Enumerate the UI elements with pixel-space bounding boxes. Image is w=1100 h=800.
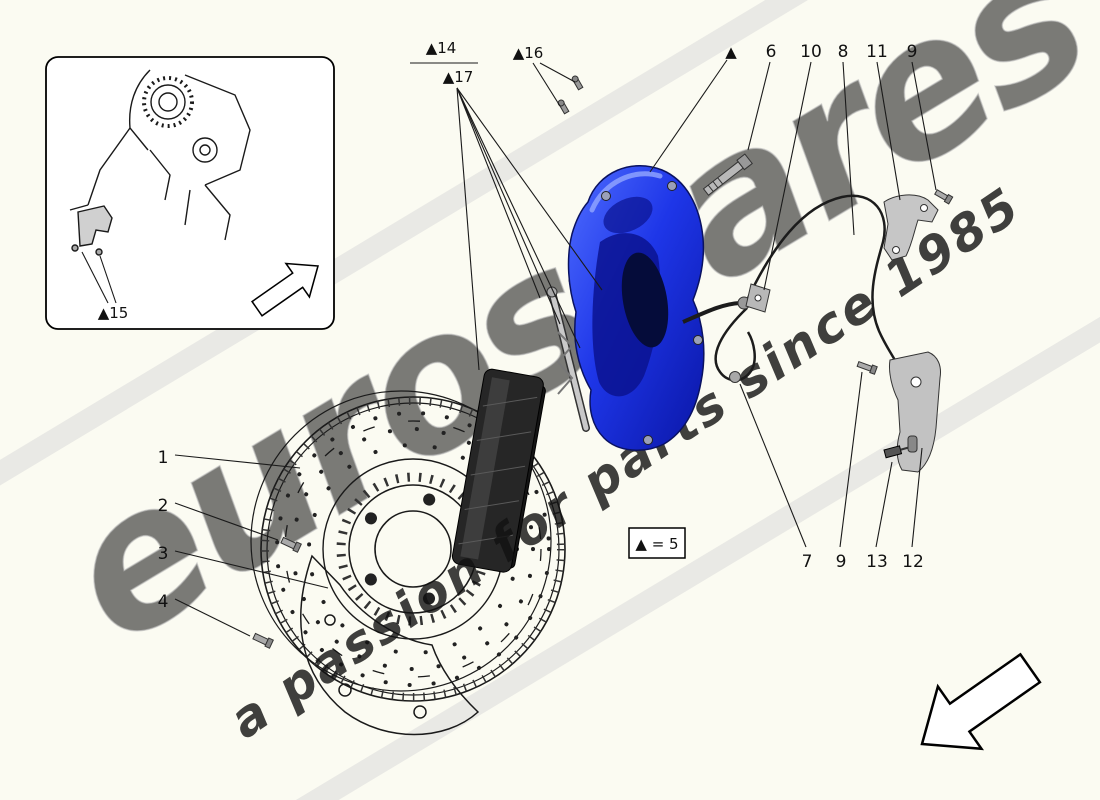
shield-bolt-2 [280,536,302,553]
callout-7[interactable]: 7 [802,552,813,572]
callout-17[interactable]: ▲17 [443,68,474,86]
callout-3[interactable]: 3 [158,544,169,564]
dust-shield [300,554,480,736]
callout-1[interactable]: 1 [158,448,169,468]
direction-arrow-icon [920,652,1042,751]
banjo-bolt-7 [729,371,741,383]
bleed-screws-icon [557,75,584,115]
inset-arrow-icon [250,262,319,317]
callout-triangle[interactable]: ▲ [725,43,737,61]
leader-lines [174,59,937,637]
hose-bracket-upper [883,189,954,261]
caliper-bolt [702,153,753,196]
callout-14[interactable]: ▲14 [426,39,457,57]
callout-9a[interactable]: 9 [907,42,918,62]
bracket-bolt-9a [934,189,954,205]
inset-detail-art [69,69,251,256]
shield-bolt-4 [252,632,274,649]
callout-16[interactable]: ▲16 [513,44,544,62]
legend-box: ▲ = 5 [628,527,686,559]
brake-pads [451,368,546,573]
callout-9b[interactable]: 9 [836,552,847,572]
callout-12[interactable]: 12 [902,552,924,572]
legend-label: ▲ = 5 [635,535,678,553]
callout-4[interactable]: 4 [158,592,169,612]
pipe-bracket [745,283,771,313]
retaining-clip-13 [883,445,909,459]
inset-box: ▲15 [45,56,335,330]
callout-2[interactable]: 2 [158,496,169,516]
bracket-bolt-9b [856,361,878,375]
brake-caliper [567,165,705,451]
callout-10[interactable]: 10 [800,42,822,62]
callout-15[interactable]: ▲15 [98,304,129,322]
hose-bracket-lower [856,351,941,473]
callout-11[interactable]: 11 [866,42,888,62]
callout-8[interactable]: 8 [838,42,849,62]
callout-13[interactable]: 13 [866,552,888,572]
callout-6[interactable]: 6 [766,42,777,62]
